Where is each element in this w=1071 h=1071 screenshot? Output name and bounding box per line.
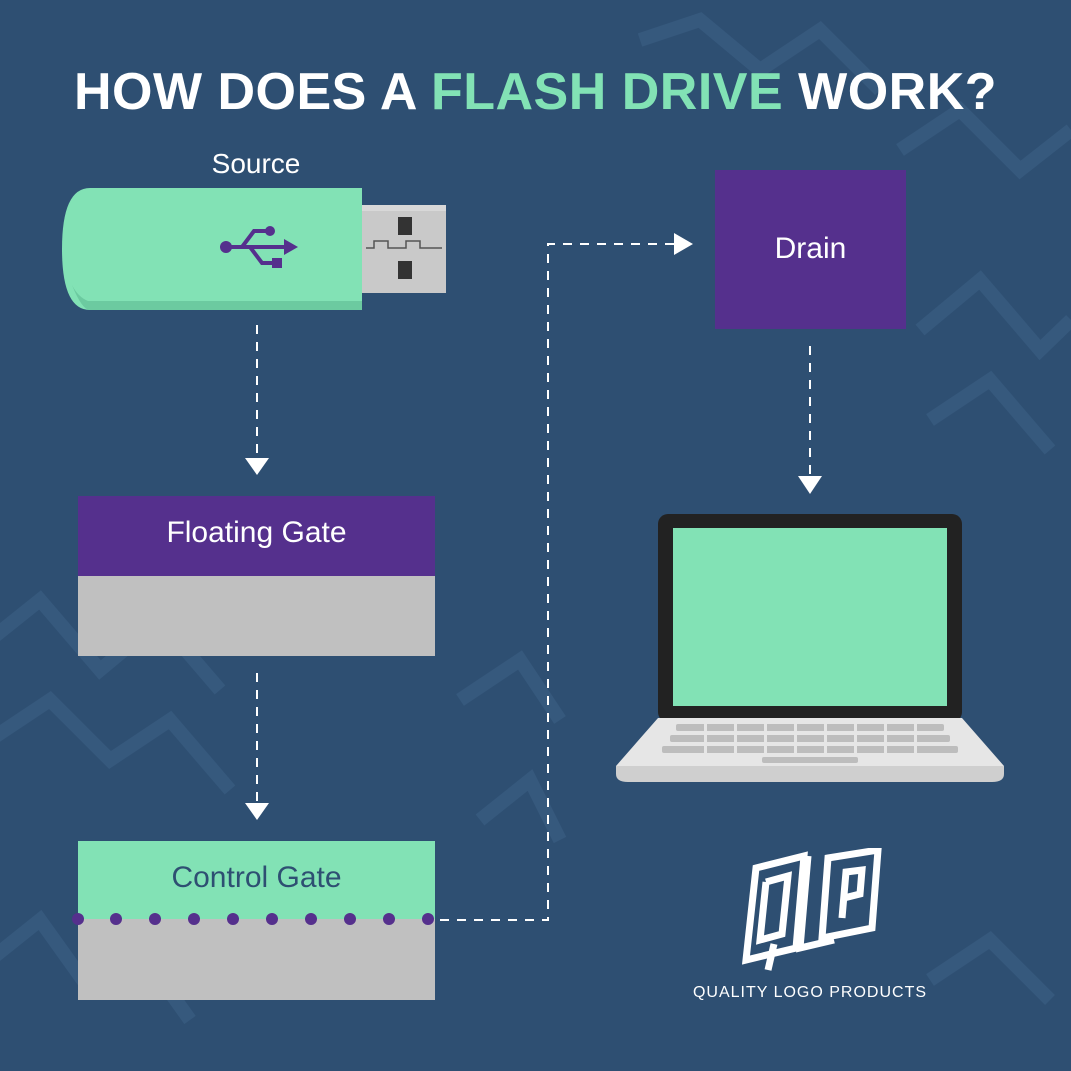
title-part-1: HOW DOES A [73, 63, 417, 121]
connector-control-to-drain [440, 243, 674, 921]
floating-gate-block: Floating Gate [78, 496, 435, 656]
electron-dots [72, 913, 434, 925]
arrowhead-down-2 [245, 803, 269, 820]
control-gate-label: Control Gate [171, 861, 342, 894]
arrowhead-right-drain [674, 233, 693, 255]
brand-name: QUALITY LOGO PRODUCTS [692, 984, 928, 1001]
arrowhead-down-1 [245, 458, 269, 475]
title-part-2: WORK? [798, 63, 998, 121]
drain-label: Drain [774, 232, 847, 265]
source-label: Source [211, 148, 301, 179]
usb-flash-drive-icon [62, 188, 446, 310]
usb-symbol-icon [220, 226, 298, 268]
qlp-logo-icon [741, 848, 882, 971]
drain-block: Drain [715, 170, 906, 329]
laptop-icon [616, 514, 1004, 782]
title-highlight: FLASH DRIVE [430, 63, 784, 121]
page-title: HOW DOES A FLASH DRIVE WORK? [0, 62, 1071, 122]
arrowhead-down-laptop [798, 476, 822, 494]
floating-gate-label: Floating Gate [166, 516, 347, 549]
control-gate-block: Control Gate [72, 841, 435, 1000]
